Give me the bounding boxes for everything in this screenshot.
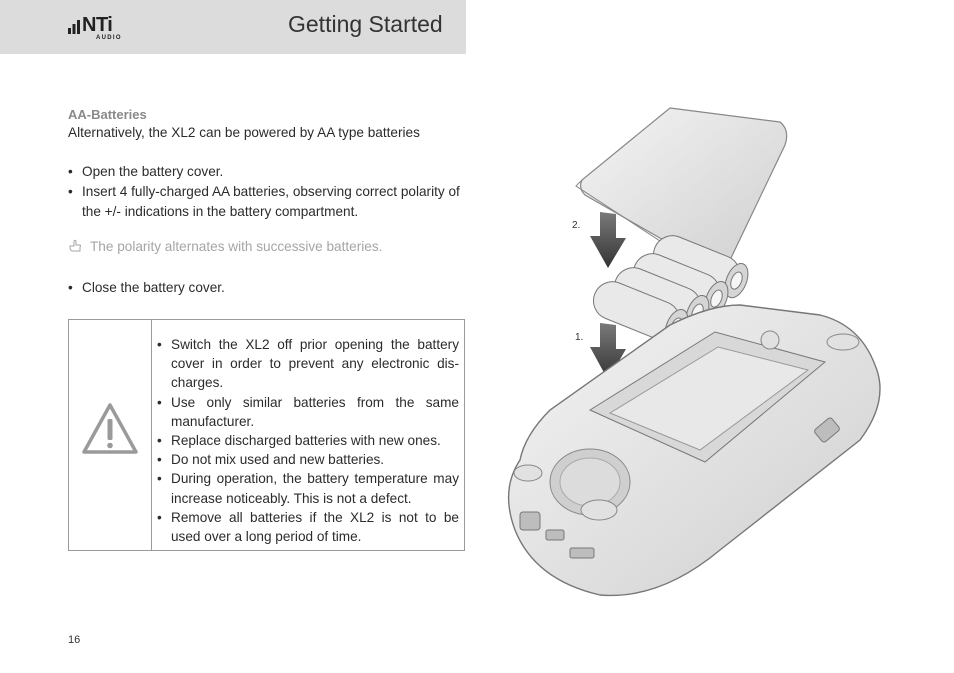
warning-item: •Replace discharged batteries with new o… — [157, 433, 441, 449]
warning-item-text: Do not mix used and new batteries. — [171, 452, 385, 468]
warning-box: •Switch the XL2 off prior opening the ba… — [68, 319, 465, 551]
page-title: Getting Started — [288, 11, 443, 37]
down-arrow-icon — [590, 212, 626, 268]
bullet-dot: • — [68, 280, 73, 295]
intro-text: Alternatively, the XL2 can be powered by… — [68, 125, 420, 140]
list-item: • Close the battery cover. — [68, 278, 468, 298]
warning-list: •Switch the XL2 off prior opening the ba… — [157, 335, 459, 546]
bullet-dot: • — [68, 164, 73, 179]
warning-item-text: Remove all batteries if the XL2 is not t… — [171, 509, 459, 545]
xl2-device — [507, 304, 881, 597]
nti-audio-logo: NTi AUDIO — [68, 14, 148, 48]
bullet-text: Insert 4 fully-charged AA batteries, obs… — [82, 184, 460, 219]
pointing-hand-icon — [69, 239, 81, 252]
page-number: 16 — [68, 634, 81, 646]
list-item: • Insert 4 fully-charged AA batteries, o… — [68, 182, 468, 221]
warning-item: •Do not mix used and new batteries. — [157, 452, 385, 468]
warning-item: •During operation, the battery temperatu… — [157, 471, 459, 506]
bullet-text: Open the battery cover. — [82, 164, 224, 179]
warning-item: •Use only similar batteries from the sam… — [157, 394, 459, 429]
warning-divider — [151, 320, 152, 550]
warning-item-text: Use only similar batteries from the same… — [171, 394, 459, 429]
warning-item-text: Switch the XL2 off prior opening the bat… — [171, 337, 459, 391]
warning-item: •Switch the XL2 off prior opening the ba… — [157, 337, 459, 391]
down-arrow-icon — [590, 323, 626, 380]
bullet-dot: • — [68, 184, 73, 199]
logo-text: NTi — [82, 14, 113, 36]
battery-illustration: 2. 1. — [490, 100, 910, 610]
step-1-label: 1. — [575, 332, 584, 343]
xl2-device-drawing — [507, 107, 881, 597]
warning-triangle-icon — [82, 403, 138, 454]
logo-subtext: AUDIO — [96, 35, 122, 41]
step-2-label: 2. — [572, 220, 581, 231]
warning-item: •Remove all batteries if the XL2 is not … — [157, 509, 459, 545]
bullet-text: Close the battery cover. — [82, 280, 225, 295]
section-heading: AA-Batteries — [68, 107, 147, 122]
note-text: The polarity alternates with successive … — [90, 239, 383, 254]
logo-bars-icon — [68, 20, 80, 34]
warning-item-text: During operation, the battery temperatur… — [171, 471, 459, 506]
warning-item-text: Replace discharged batteries with new on… — [171, 433, 441, 449]
list-item: • Open the battery cover. — [68, 162, 468, 182]
